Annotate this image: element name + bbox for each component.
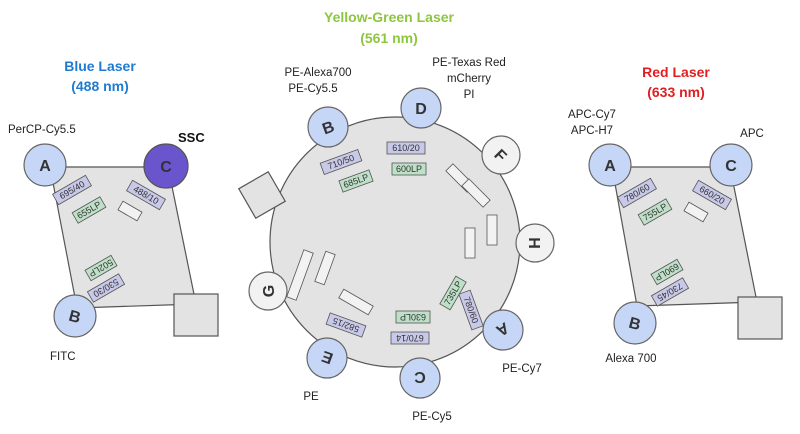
blue-ssc-label: SSC (178, 130, 205, 145)
red-laser-pmt-box (737, 296, 783, 340)
yg-label-pi: PI (464, 89, 475, 101)
blue-laser-title: Blue Laser (64, 58, 136, 74)
yg-detector-h[interactable] (515, 223, 555, 263)
red-detector-c-label: C (725, 158, 737, 175)
yg-label-pe-cy5-5: PE-Cy5.5 (288, 83, 337, 95)
blue-detector-a-label: A (39, 158, 51, 175)
svg-text:610/20: 610/20 (392, 143, 420, 153)
svg-text:600LP: 600LP (396, 164, 422, 174)
yg-label-pe-cy5: PE-Cy5 (412, 411, 452, 423)
yg-detector-d-label: D (415, 101, 427, 118)
yg-detector-g[interactable] (248, 271, 288, 311)
red-detector-a-label: A (604, 158, 616, 175)
yg-detector-b-label: B (320, 118, 337, 138)
blue-detector-b[interactable] (53, 294, 97, 338)
red-label-apc: APC (740, 128, 764, 140)
blue-percp-label: PerCP-Cy5.5 (8, 124, 76, 136)
svg-text:670/14: 670/14 (396, 333, 424, 343)
yg-laser-title: Yellow-Green Laser (324, 9, 454, 25)
blue-detector-c-ssc[interactable] (143, 143, 189, 189)
yg-filter-empty-3 (464, 227, 476, 259)
red-detector-a[interactable] (588, 143, 632, 187)
red-detector-b[interactable] (613, 301, 657, 345)
red-detector-c[interactable] (709, 143, 753, 187)
red-label-apc-h7: APC-H7 (571, 125, 613, 137)
yg-filter-630lp: 630LP (395, 310, 431, 324)
yg-detector-e[interactable] (306, 337, 348, 379)
yg-filter-600lp: 600LP (391, 162, 427, 176)
yg-label-pe: PE (303, 391, 319, 403)
yg-detector-b[interactable] (307, 106, 349, 148)
red-laser-section: Red Laser (633 nm) A C B APC-Cy7 APC-H7 … (568, 64, 783, 365)
blue-fitc-label: FITC (50, 351, 76, 363)
yg-filter-empty-2 (461, 178, 491, 208)
yg-laser-wavelength: (561 nm) (360, 30, 418, 46)
yg-filter-empty-4 (486, 214, 498, 246)
yg-filter-empty-5 (338, 288, 374, 316)
blue-laser-wavelength: (488 nm) (71, 78, 129, 94)
red-detector-b-label: B (627, 315, 643, 334)
yg-detector-d[interactable] (400, 87, 442, 129)
red-filter-empty (683, 201, 709, 223)
yg-pmt-box (237, 170, 287, 220)
yg-filter-empty-6 (286, 249, 314, 301)
yg-detector-c[interactable] (399, 357, 441, 399)
red-laser-title: Red Laser (642, 64, 710, 80)
blue-detector-a[interactable] (23, 143, 67, 187)
yg-label-pe-alexa700: PE-Alexa700 (284, 67, 351, 79)
red-laser-wavelength: (633 nm) (647, 84, 705, 100)
yg-detector-g-label: G (261, 285, 278, 297)
blue-detector-b-label: B (67, 308, 83, 327)
yg-detector-h-label: H (525, 237, 542, 249)
yellow-green-laser-section: Yellow-Green Laser (561 nm) B D F H A C … (237, 9, 555, 423)
yg-filter-670-14: 670/14 (390, 331, 430, 345)
yg-filter-610-20: 610/20 (386, 141, 426, 155)
blue-laser-section: Blue Laser (488 nm) A C B PerCP-Cy5.5 SS… (8, 58, 219, 363)
red-label-alexa-700: Alexa 700 (605, 353, 656, 365)
yg-filter-empty-7 (314, 250, 336, 286)
yg-detector-c-label: C (414, 368, 426, 385)
yg-label-pe-texas-red: PE-Texas Red (432, 57, 506, 69)
red-label-apc-cy7: APC-Cy7 (568, 109, 616, 121)
yg-label-mcherry: mCherry (447, 73, 491, 85)
yg-detector-f[interactable] (481, 135, 521, 175)
blue-detector-c-label: C (160, 159, 172, 176)
yg-label-pe-cy7: PE-Cy7 (502, 363, 542, 375)
blue-filter-empty (117, 200, 143, 222)
svg-text:630LP: 630LP (400, 312, 426, 322)
blue-laser-pmt-box (173, 293, 219, 337)
yg-detector-a[interactable] (482, 309, 524, 351)
